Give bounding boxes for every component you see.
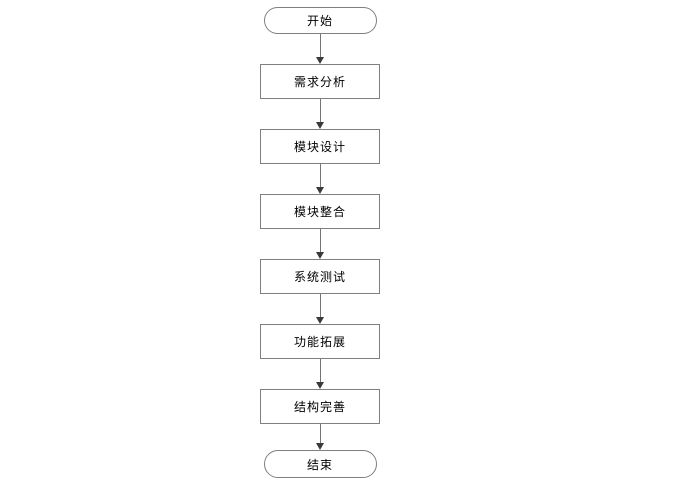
flow-node-structure-improvement[interactable]: 结构完善 bbox=[260, 389, 380, 424]
arrow-line bbox=[319, 424, 321, 443]
flow-node-end[interactable]: 结束 bbox=[263, 450, 377, 478]
arrow-head-icon bbox=[316, 443, 324, 450]
flow-node-module-integration-label: 模块整合 bbox=[293, 205, 346, 219]
down-arrow-2 bbox=[316, 99, 324, 129]
arrow-head-icon bbox=[316, 382, 324, 389]
flow-node-module-design[interactable]: 模块设计 bbox=[260, 129, 380, 164]
arrow-head-icon bbox=[316, 317, 324, 324]
flow-node-start[interactable]: 开始 bbox=[263, 7, 377, 34]
flow-node-structure-improvement-label: 结构完善 bbox=[293, 400, 346, 414]
flowchart: 开始 需求分析 模块设计 模块整合 系统测试 bbox=[260, 7, 380, 478]
down-arrow-7 bbox=[316, 424, 324, 450]
down-arrow-5 bbox=[316, 294, 324, 324]
arrow-line bbox=[319, 34, 321, 57]
down-arrow-4 bbox=[316, 229, 324, 259]
arrow-head-icon bbox=[316, 57, 324, 64]
flow-node-module-design-label: 模块设计 bbox=[293, 140, 346, 154]
flow-node-feature-extension-label: 功能拓展 bbox=[293, 335, 346, 349]
flow-node-start-label: 开始 bbox=[306, 14, 333, 28]
down-arrow-3 bbox=[316, 164, 324, 194]
arrow-head-icon bbox=[316, 122, 324, 129]
flow-node-module-integration[interactable]: 模块整合 bbox=[260, 194, 380, 229]
down-arrow-1 bbox=[316, 34, 324, 64]
flow-node-system-test-label: 系统测试 bbox=[293, 270, 346, 284]
flow-node-system-test[interactable]: 系统测试 bbox=[260, 259, 380, 294]
flow-node-feature-extension[interactable]: 功能拓展 bbox=[260, 324, 380, 359]
arrow-line bbox=[319, 229, 321, 252]
flow-node-requirements-analysis[interactable]: 需求分析 bbox=[260, 64, 380, 99]
arrow-line bbox=[319, 294, 321, 317]
arrow-line bbox=[319, 99, 321, 122]
flow-node-end-label: 结束 bbox=[306, 457, 333, 472]
arrow-line bbox=[319, 164, 321, 187]
arrow-head-icon bbox=[316, 187, 324, 194]
flow-node-requirements-analysis-label: 需求分析 bbox=[293, 75, 346, 89]
down-arrow-6 bbox=[316, 359, 324, 389]
arrow-head-icon bbox=[316, 252, 324, 259]
arrow-line bbox=[319, 359, 321, 382]
